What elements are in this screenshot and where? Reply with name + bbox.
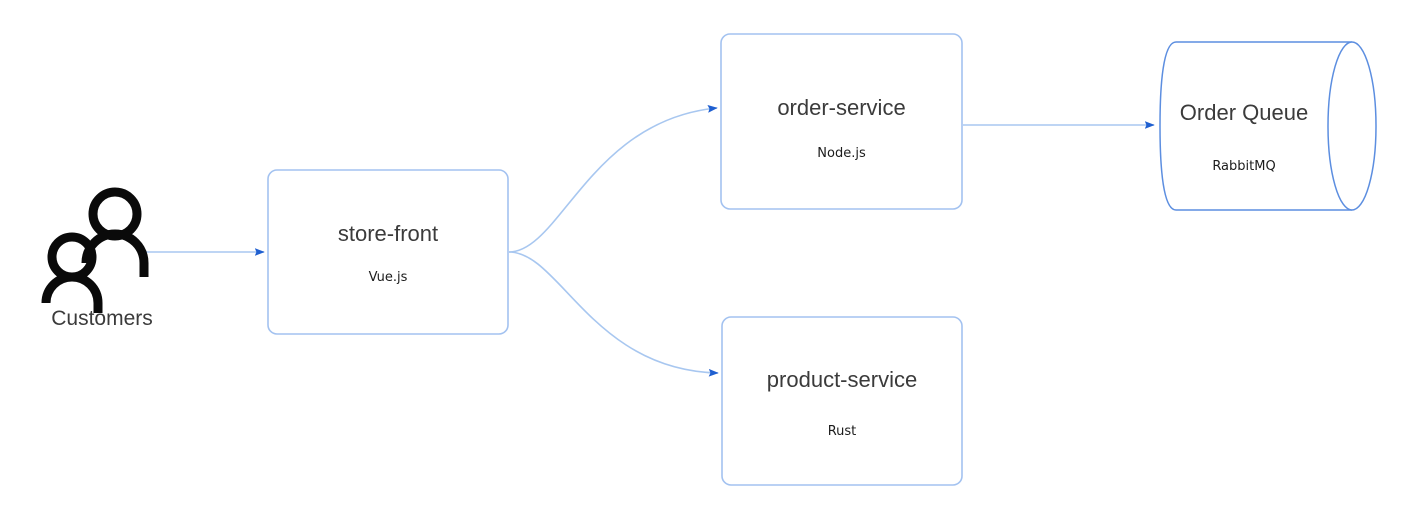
node-label-product-service: product-service [766,367,918,392]
node-sublabel-order-service: Node.js [817,146,866,161]
node-shape-order-service [720,33,963,210]
node-order-service[interactable] [721,34,962,209]
node-sublabel-product-service: Rust [827,424,857,439]
node-label-store-front: store-front [337,221,439,246]
edge-store-front-to-product-service [508,251,719,377]
node-store-front[interactable] [268,170,508,334]
node-sublabel-order-queue: RabbitMQ [1212,159,1276,174]
edge-store-front-to-order-service [508,105,718,253]
node-product-service[interactable] [722,317,962,485]
node-sublabel-store-front: Vue.js [368,270,408,285]
node-order-queue[interactable] [1160,42,1376,210]
actor-customers[interactable] [34,188,150,328]
node-label-order-queue: Order Queue [1179,100,1309,125]
node-shape-store-front [267,169,509,335]
actor-label-customers: Customers [51,307,153,330]
node-shape-order-queue [1159,41,1377,211]
node-label-order-service: order-service [777,95,906,120]
node-shape-product-service [721,316,963,486]
two-people-icon [41,187,149,313]
